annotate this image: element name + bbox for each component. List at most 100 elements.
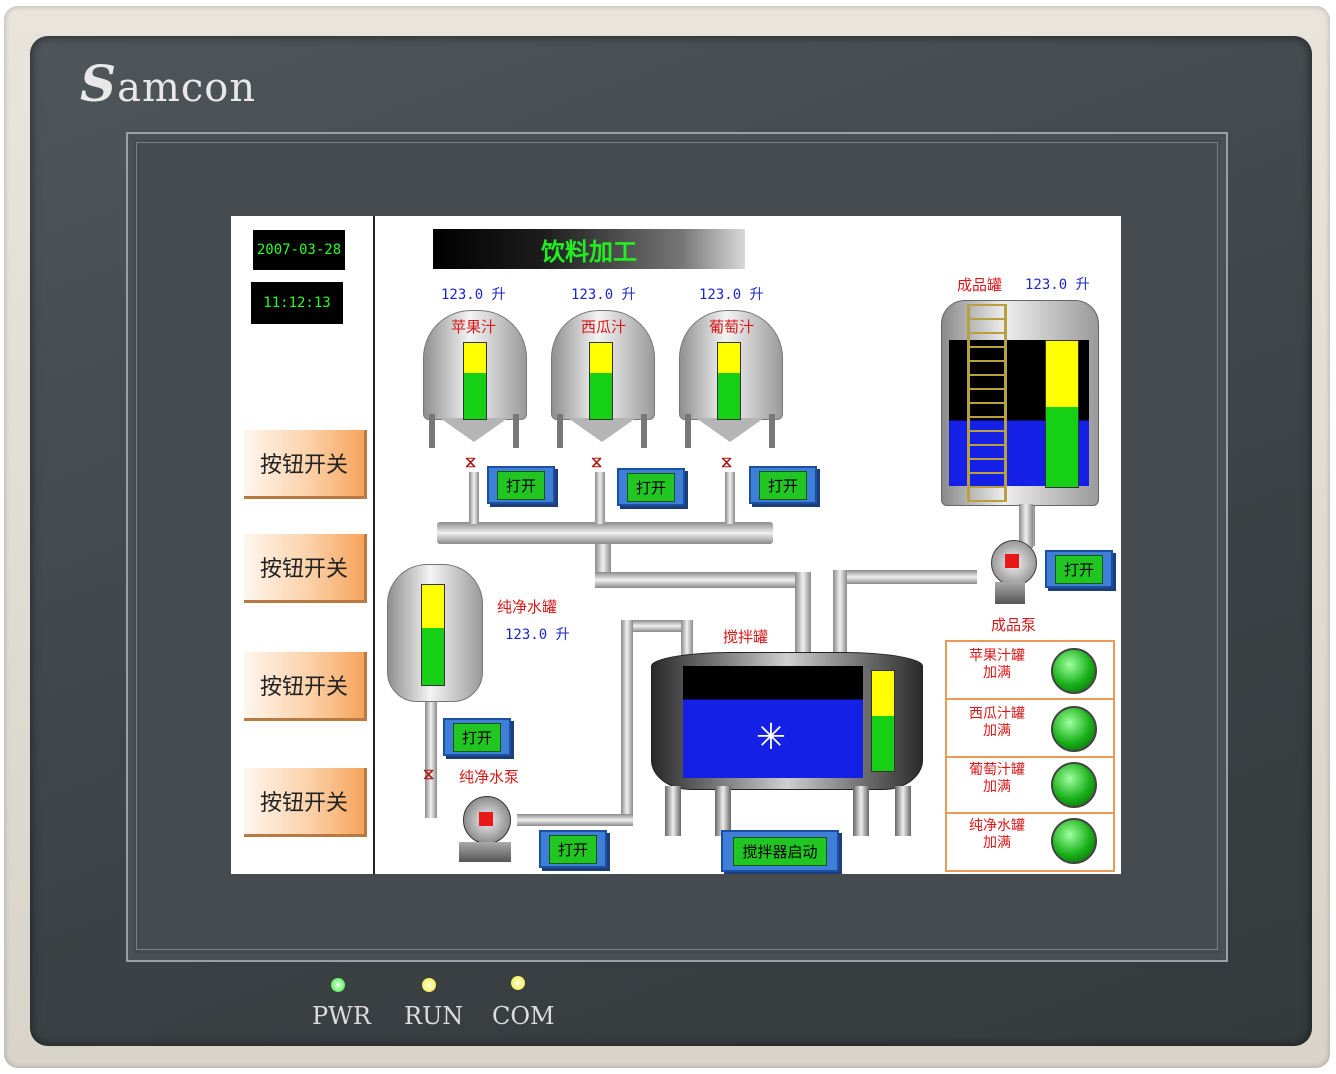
- tank-2-open-button[interactable]: 打开: [617, 468, 685, 506]
- status-line: 加满: [983, 835, 1011, 851]
- tank-leg: [429, 414, 435, 448]
- page-title: 饮料加工: [433, 229, 745, 269]
- pipe: [833, 570, 847, 652]
- status-line: 葡萄汁罐: [969, 762, 1025, 778]
- pwr-led-icon: [331, 978, 345, 992]
- ladder-icon: [967, 304, 1007, 502]
- side-button-4[interactable]: 按钮开关: [244, 768, 367, 837]
- tank-1-label: 苹果汁: [451, 318, 497, 336]
- status-row-grape: 葡萄汁罐加满: [947, 756, 1113, 814]
- date-display: 2007-03-28: [253, 230, 345, 270]
- product-pump-label: 成品泵: [991, 616, 1037, 634]
- hmi-screen: 2007-03-28 11:12:13 按钮开关 按钮开关 按钮开关 按钮开关 …: [231, 216, 1121, 874]
- pipe: [795, 572, 811, 652]
- valve-icon[interactable]: ⧖: [423, 764, 435, 783]
- pipe: [595, 572, 811, 588]
- pipe: [833, 570, 977, 584]
- tank-cone: [696, 418, 764, 442]
- status-panel: 苹果汁罐加满 西瓜汁罐加满 葡萄汁罐加满 纯净水罐加满: [945, 640, 1115, 872]
- agitator-icon: ✳: [755, 717, 787, 758]
- mixer-level-gauge: [871, 670, 895, 772]
- tank-2-level-gauge: [589, 342, 613, 420]
- status-row-water: 纯净水罐加满: [947, 812, 1113, 868]
- status-line: 加满: [983, 779, 1011, 795]
- tank-leg: [769, 414, 775, 448]
- pump-base: [995, 582, 1025, 604]
- status-line: 加满: [983, 665, 1011, 681]
- mixer-leg: [895, 786, 911, 836]
- pipe: [1019, 504, 1033, 548]
- pipe: [425, 702, 437, 818]
- status-text: 西瓜汁罐加满: [955, 706, 1039, 740]
- pipe: [595, 544, 611, 580]
- pipe: [621, 620, 633, 824]
- screen-frame-inner: [136, 142, 1218, 950]
- indicator-lamp-icon: [1051, 648, 1097, 694]
- tank-1-level-gauge: [463, 342, 487, 420]
- tank-cone: [568, 418, 636, 442]
- com-led-icon: [511, 976, 525, 990]
- pipe: [621, 620, 693, 632]
- pump-base: [459, 842, 511, 862]
- run-led-icon: [422, 978, 436, 992]
- water-pump-label: 纯净水泵: [459, 768, 520, 786]
- product-tank-label: 成品罐: [957, 276, 1003, 294]
- status-row-watermelon: 西瓜汁罐加满: [947, 700, 1113, 758]
- mixer-label: 搅拌罐: [723, 628, 769, 646]
- mixer-contents: [683, 666, 863, 778]
- status-line: 苹果汁罐: [969, 648, 1025, 664]
- water-tank-level-gauge: [421, 584, 445, 686]
- side-button-3[interactable]: 按钮开关: [244, 652, 367, 721]
- divider-line: [373, 216, 375, 874]
- mixer-start-button[interactable]: 搅拌器启动: [721, 830, 839, 872]
- water-tank-open-button[interactable]: 打开: [443, 718, 511, 756]
- tank-3-reading: 123.0 升: [699, 287, 764, 303]
- water-tank-reading: 123.0 升: [505, 627, 570, 643]
- tank-3-level-gauge: [717, 342, 741, 420]
- com-label: COM: [492, 1002, 555, 1030]
- tank-1-reading: 123.0 升: [441, 287, 506, 303]
- product-tank-reading: 123.0 升: [1025, 277, 1090, 293]
- pwr-label: PWR: [312, 1002, 371, 1030]
- brand-logo: Samcon: [80, 54, 257, 113]
- pump-indicator: [1005, 554, 1019, 568]
- side-button-1[interactable]: 按钮开关: [244, 430, 367, 499]
- tank-cone: [440, 418, 508, 442]
- tank-leg: [685, 414, 691, 448]
- tank-2-label: 西瓜汁: [581, 318, 627, 336]
- indicator-lamp-icon: [1051, 762, 1097, 808]
- status-text: 苹果汁罐加满: [955, 648, 1039, 682]
- pipe: [681, 620, 693, 660]
- status-row-apple: 苹果汁罐加满: [947, 642, 1113, 700]
- status-text: 葡萄汁罐加满: [955, 762, 1039, 796]
- run-label: RUN: [404, 1002, 464, 1030]
- side-button-2[interactable]: 按钮开关: [244, 534, 367, 603]
- valve-icon[interactable]: ⧖: [721, 452, 733, 471]
- tank-leg: [641, 414, 647, 448]
- status-line: 西瓜汁罐: [969, 706, 1025, 722]
- water-tank-label: 纯净水罐: [497, 598, 558, 616]
- water-pump-open-button[interactable]: 打开: [539, 830, 607, 868]
- status-line: 纯净水罐: [969, 818, 1025, 834]
- status-line: 加满: [983, 723, 1011, 739]
- tank-1-open-button[interactable]: 打开: [487, 466, 555, 504]
- pipe: [469, 472, 479, 524]
- indicator-lamp-icon: [1051, 706, 1097, 752]
- tank-leg: [513, 414, 519, 448]
- status-text: 纯净水罐加满: [955, 818, 1039, 852]
- pipe: [595, 472, 605, 524]
- valve-icon[interactable]: ⧖: [591, 452, 603, 471]
- product-pump-open-button[interactable]: 打开: [1045, 550, 1113, 588]
- mixer-leg: [665, 786, 681, 836]
- tank-3-open-button[interactable]: 打开: [749, 466, 817, 504]
- pipe: [517, 814, 633, 826]
- pump-indicator: [479, 812, 493, 826]
- product-tank-level-gauge: [1045, 340, 1079, 488]
- mixer-leg: [715, 786, 731, 836]
- tank-leg: [557, 414, 563, 448]
- tank-2-reading: 123.0 升: [571, 287, 636, 303]
- time-display: 11:12:13: [251, 282, 343, 324]
- mixer-leg: [853, 786, 869, 836]
- valve-icon[interactable]: ⧖: [465, 452, 477, 471]
- tank-3-label: 葡萄汁: [709, 318, 755, 336]
